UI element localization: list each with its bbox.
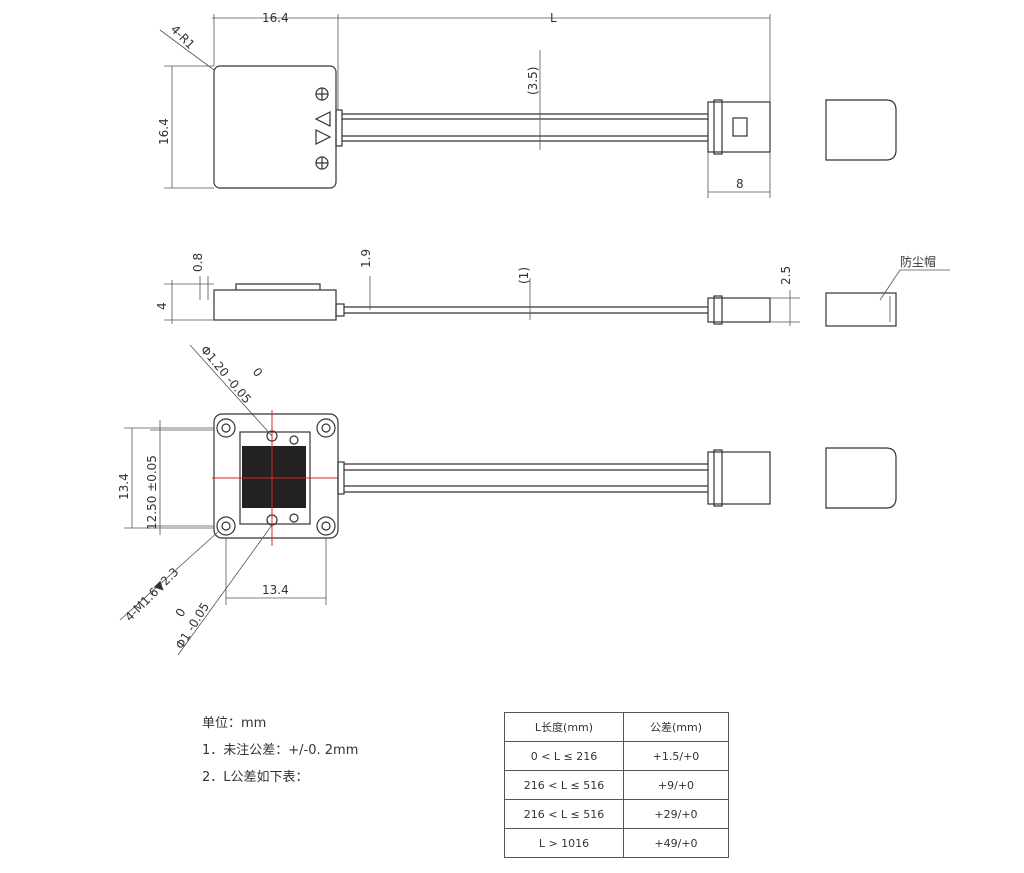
top-view: 16.4 L 8 16.4 (3.5) 4-R1 [157, 11, 897, 198]
cell-tolerance: +1.5/+0 [623, 741, 729, 771]
dim-radius: 4-R1 [168, 22, 198, 52]
pin-array [242, 446, 306, 508]
notes: 单位：mm 1．未注公差：+/-0. 2mm 2．L公差如下表： [202, 710, 358, 791]
table-row: 216 < L ≤ 516+29/+0 [504, 799, 729, 829]
screw-icon [315, 87, 329, 101]
module-body [213, 65, 337, 189]
module-body-side [213, 289, 337, 321]
table-row: 216 < L ≤ 516+9/+0 [504, 770, 729, 800]
dust-cap-bottom [825, 447, 897, 509]
dim-width-bottom: 13.4 [262, 583, 289, 597]
dim-height-bottom: 13.4 [117, 473, 131, 500]
cell-range: 216 < L ≤ 516 [504, 799, 624, 829]
cell-range: 0 < L ≤ 216 [504, 741, 624, 771]
connector-bottom [707, 451, 771, 505]
dim-connector: 8 [736, 177, 744, 191]
dim-pin1-upper: 0 [173, 606, 189, 620]
cable [342, 113, 708, 142]
dim-pitch: 12.50 ±0.05 [145, 455, 159, 530]
dim-height: 16.4 [157, 118, 171, 145]
cell-tolerance: +29/+0 [623, 799, 729, 829]
side-view: 0.8 1.9 4 (1) 2.5 防尘帽 [155, 249, 950, 327]
cable-bottom [344, 463, 708, 493]
header-length: L长度(mm) [504, 712, 624, 742]
mounting-holes [216, 418, 336, 536]
screw-icon [315, 156, 329, 170]
dim-2-5: 2.5 [779, 266, 793, 285]
label-dust-cap: 防尘帽 [900, 254, 936, 269]
dust-cap-side [825, 292, 897, 327]
dim-length: L [550, 11, 557, 25]
dim-0-8: 0.8 [191, 253, 205, 272]
bottom-view: 13.4 12.50 ±0.05 13.4 4-M1.6▼2.3 Φ1 -0.0… [117, 343, 897, 656]
dim-pin2-upper: 0 [250, 365, 266, 380]
dim-cable: (3.5) [526, 67, 540, 95]
dust-cap [825, 99, 897, 161]
table-row: L > 1016+49/+0 [504, 828, 729, 858]
note-1: 1．未注公差：+/-0. 2mm [202, 743, 359, 758]
tolerance-table: L长度(mm) 公差(mm) 0 < L ≤ 216+1.5/+0 216 < … [504, 712, 729, 858]
cable-side [344, 306, 708, 314]
dim-screw: 4-M1.6▼2.3 [122, 565, 181, 624]
note-2: 2．L公差如下表： [202, 770, 309, 785]
connector-side [707, 297, 771, 323]
note-unit: 单位：mm [202, 716, 267, 731]
dim-pin2: Φ1.20 -0.05 [198, 343, 254, 406]
cell-range: 216 < L ≤ 516 [504, 770, 624, 800]
dim-cable-side: (1) [517, 267, 531, 284]
dim-width: 16.4 [262, 11, 289, 25]
table-header: L长度(mm) 公差(mm) [504, 712, 729, 742]
header-tolerance: 公差(mm) [623, 712, 729, 742]
dim-1-9: 1.9 [359, 249, 373, 268]
triangle-left-icon [314, 111, 331, 127]
cell-tolerance: +9/+0 [623, 770, 729, 800]
triangle-right-icon [315, 129, 332, 145]
table-row: 0 < L ≤ 216+1.5/+0 [504, 741, 729, 771]
dim-thickness: 4 [155, 302, 169, 310]
connector [707, 101, 771, 153]
center-crosshair [212, 410, 338, 546]
cell-tolerance: +49/+0 [623, 828, 729, 858]
cell-range: L > 1016 [504, 828, 624, 858]
technical-drawing: 16.4 L 8 16.4 (3.5) 4-R1 0.8 1.9 4 (1) 2… [117, 11, 950, 656]
